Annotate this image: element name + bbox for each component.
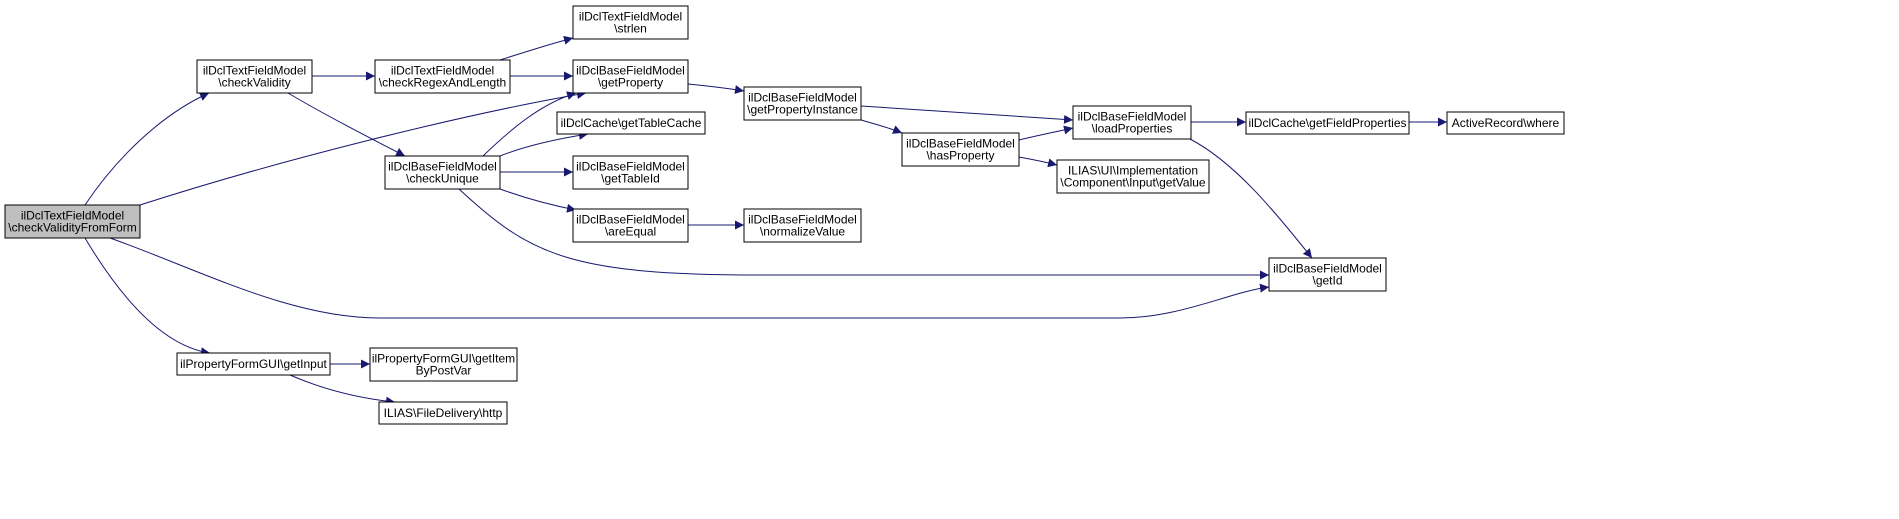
edge-n4-n5 xyxy=(687,83,745,94)
node-box xyxy=(1072,105,1192,140)
node-box xyxy=(1245,111,1410,135)
edge-n1-n12 xyxy=(287,92,406,157)
edge-n12-n4 xyxy=(482,91,577,157)
node-n16[interactable]: ilDclBaseFieldModel\normalizeValue xyxy=(743,208,862,243)
node-n19[interactable]: ILIAS\FileDelivery\http xyxy=(378,401,508,425)
edge-n0-n1 xyxy=(84,92,210,206)
node-label: ilDclBaseFieldModel xyxy=(388,160,497,174)
node-box xyxy=(369,347,518,382)
node-label: ilDclBaseFieldModel xyxy=(576,213,685,227)
node-n11[interactable]: ILIAS\UI\Implementation\Component\Input\… xyxy=(1056,159,1210,194)
edges xyxy=(84,35,1447,406)
node-n10[interactable]: ilDclBaseFieldModel\hasProperty xyxy=(901,132,1020,167)
edge-n12-n13 xyxy=(499,130,589,157)
node-label: ilDclCache\getTableCache xyxy=(561,116,702,130)
node-box xyxy=(901,132,1020,167)
node-label: ilDclCache\getFieldProperties xyxy=(1248,116,1406,130)
node-box xyxy=(1056,159,1210,194)
node-label: \getProperty xyxy=(598,76,663,90)
node-box xyxy=(743,86,862,121)
node-box xyxy=(374,59,511,94)
node-label: ilDclBaseFieldModel xyxy=(906,137,1015,151)
node-label: ILIAS\UI\Implementation xyxy=(1068,164,1198,178)
node-box xyxy=(384,155,501,190)
node-label: ilDclTextFieldModel xyxy=(21,209,124,223)
node-label: \getId xyxy=(1312,274,1342,288)
node-box xyxy=(176,352,331,376)
node-n3[interactable]: ilDclTextFieldModel\strlen xyxy=(572,5,689,40)
edge-n10-n6 xyxy=(1018,125,1074,141)
node-label: \checkUnique xyxy=(406,172,479,186)
node-label: \Component\Input\getValue xyxy=(1060,176,1206,190)
node-label: ilDclBaseFieldModel xyxy=(576,64,685,78)
node-label: \strlen xyxy=(614,22,647,36)
node-label: ActiveRecord\where xyxy=(1452,116,1560,130)
edge-n10-n11 xyxy=(1018,156,1058,168)
node-label: \areEqual xyxy=(605,225,656,239)
node-label: ilDclTextFieldModel xyxy=(579,10,682,24)
node-box xyxy=(572,59,689,94)
node-box xyxy=(378,401,508,425)
node-box xyxy=(572,155,689,190)
node-box xyxy=(572,5,689,40)
edge-n6-n9 xyxy=(1189,138,1313,259)
node-box xyxy=(572,208,689,243)
edge-n5-n6 xyxy=(860,105,1074,124)
node-label: ilDclBaseFieldModel xyxy=(1273,262,1382,276)
edge-n17-n19 xyxy=(289,374,396,406)
node-label: \loadProperties xyxy=(1092,122,1173,136)
node-n13[interactable]: ilDclCache\getTableCache xyxy=(556,111,706,135)
node-n1[interactable]: ilDclTextFieldModel\checkValidity xyxy=(196,59,313,94)
node-label: \normalizeValue xyxy=(760,225,845,239)
edge-n5-n10 xyxy=(860,119,903,134)
node-label: ILIAS\FileDelivery\http xyxy=(384,406,503,420)
node-label: ilDclBaseFieldModel xyxy=(748,213,857,227)
node-label: ilPropertyFormGUI\getInput xyxy=(180,357,327,371)
edge-n12-n15 xyxy=(499,188,577,213)
edge-n0-n4 xyxy=(139,90,587,206)
node-label: \checkValidity xyxy=(218,76,290,90)
node-label: \checkRegexAndLength xyxy=(379,76,506,90)
node-label: ilDclBaseFieldModel xyxy=(1078,110,1187,124)
node-label: \hasProperty xyxy=(926,149,994,163)
node-label: ilDclBaseFieldModel xyxy=(576,160,685,174)
node-n7[interactable]: ilDclCache\getFieldProperties xyxy=(1245,111,1410,135)
node-n2[interactable]: ilDclTextFieldModel\checkRegexAndLength xyxy=(374,59,511,94)
node-label: \getPropertyInstance xyxy=(747,103,858,117)
node-label: ilDclTextFieldModel xyxy=(391,64,494,78)
edge-n0-n17 xyxy=(84,237,211,357)
node-n9[interactable]: ilDclBaseFieldModel\getId xyxy=(1268,257,1387,292)
node-n8[interactable]: ActiveRecord\where xyxy=(1446,111,1565,135)
node-n6[interactable]: ilDclBaseFieldModel\loadProperties xyxy=(1072,105,1192,140)
node-box xyxy=(1268,257,1387,292)
node-n17[interactable]: ilPropertyFormGUI\getInput xyxy=(176,352,331,376)
node-box xyxy=(1446,111,1565,135)
node-n12[interactable]: ilDclBaseFieldModel\checkUnique xyxy=(384,155,501,190)
edge-n0-n9 xyxy=(109,237,1270,319)
edge-n12-n9 xyxy=(458,188,1269,280)
node-label: ByPostVar xyxy=(416,364,472,378)
edge-n2-n3 xyxy=(499,35,574,61)
node-box xyxy=(743,208,862,243)
node-label: \getTableId xyxy=(601,172,660,186)
node-box xyxy=(556,111,706,135)
node-box xyxy=(4,204,141,239)
node-n0[interactable]: ilDclTextFieldModel\checkValidityFromFor… xyxy=(4,204,141,239)
node-n15[interactable]: ilDclBaseFieldModel\areEqual xyxy=(572,208,689,243)
node-n5[interactable]: ilDclBaseFieldModel\getPropertyInstance xyxy=(743,86,862,121)
nodes: ilDclTextFieldModel\checkValidityFromFor… xyxy=(4,5,1565,425)
node-label: ilPropertyFormGUI\getItem xyxy=(372,352,515,366)
node-label: ilDclBaseFieldModel xyxy=(748,91,857,105)
node-n14[interactable]: ilDclBaseFieldModel\getTableId xyxy=(572,155,689,190)
node-label: ilDclTextFieldModel xyxy=(203,64,306,78)
node-box xyxy=(196,59,313,94)
node-n4[interactable]: ilDclBaseFieldModel\getProperty xyxy=(572,59,689,94)
node-label: \checkValidityFromForm xyxy=(8,221,136,235)
